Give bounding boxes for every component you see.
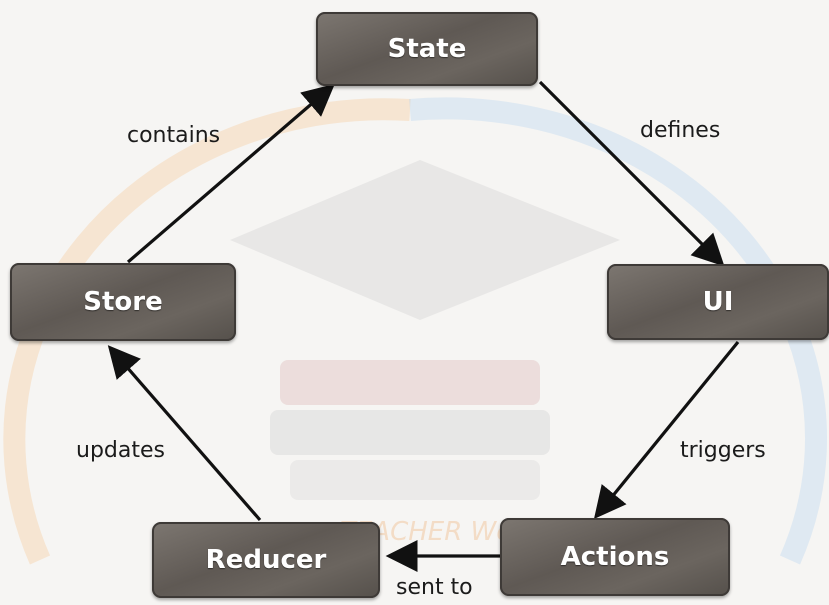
edge-label-defines: defines (640, 118, 721, 143)
watermark-arc-blue (409, 97, 828, 565)
watermark-book-2 (270, 410, 550, 455)
store-node-label: Store (83, 287, 163, 317)
actions-node: Actions (500, 518, 730, 596)
ui-node-label: UI (702, 287, 734, 317)
state-node-label: State (387, 34, 467, 64)
edge-label-sent-to: sent to (396, 575, 473, 600)
watermark-book-1 (280, 360, 540, 405)
state-node: State (316, 12, 538, 86)
ui-node: UI (607, 264, 829, 340)
edge-label-triggers: triggers (680, 438, 766, 463)
arrow-state-to-ui (538, 80, 725, 267)
store-node: Store (10, 263, 236, 341)
watermark-arc-orange (3, 98, 411, 565)
arrow-reducer-to-store (107, 345, 262, 522)
edge-label-contains: contains (127, 123, 221, 148)
reducer-node: Reducer (152, 522, 380, 598)
arrow-store-to-state (126, 83, 335, 264)
reducer-node-label: Reducer (205, 545, 327, 575)
arrow-ui-to-actions (593, 340, 740, 519)
watermark-cap (230, 160, 620, 320)
actions-node-label: Actions (560, 542, 670, 572)
edge-label-updates: updates (76, 438, 165, 463)
watermark-book-3 (290, 460, 540, 500)
